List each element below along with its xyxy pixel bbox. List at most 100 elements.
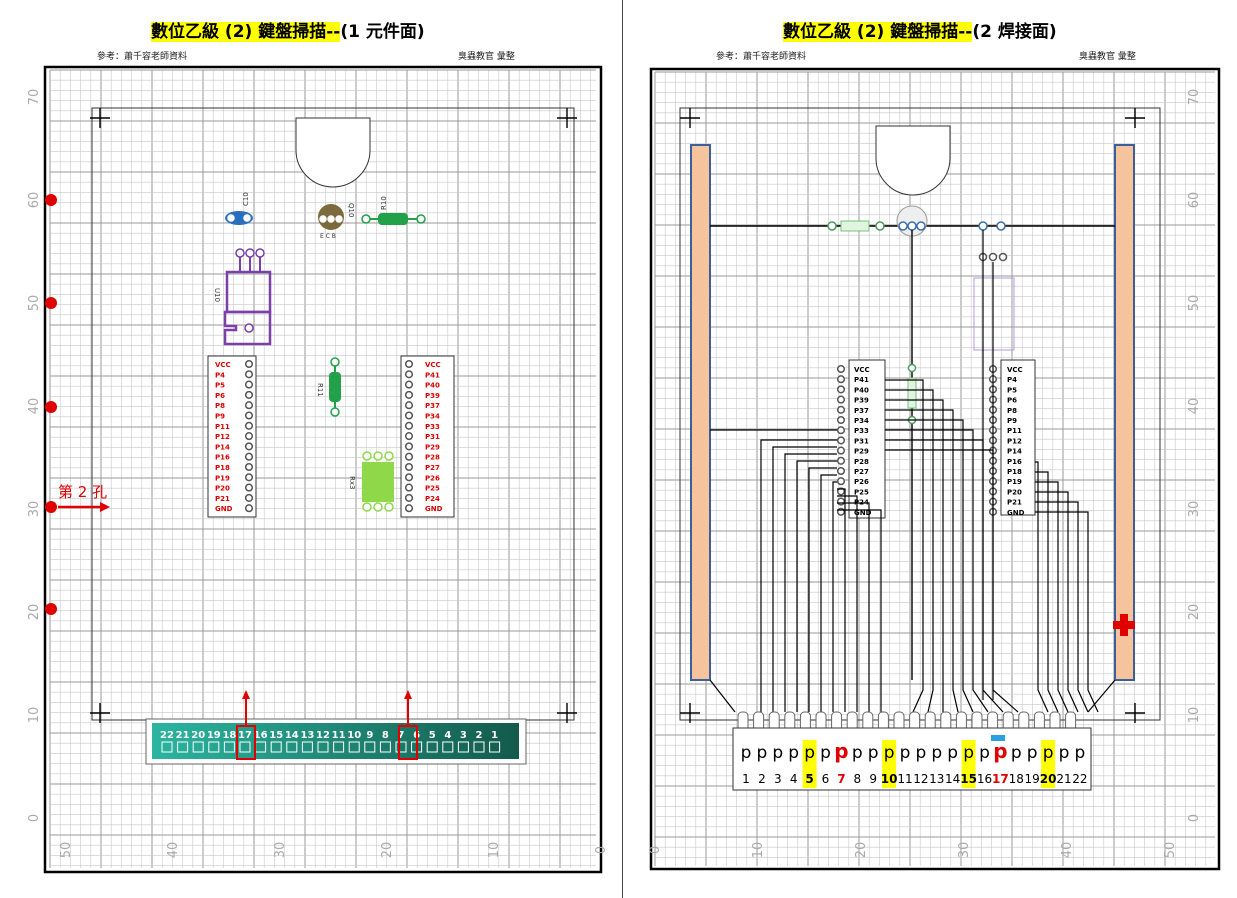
trace <box>772 446 837 712</box>
pad <box>404 432 414 441</box>
pad <box>404 370 414 379</box>
connector-pad <box>395 741 407 753</box>
connector-number: 15 <box>269 730 283 741</box>
pin-label: P41 <box>854 376 869 384</box>
pin-label: P31 <box>854 437 869 445</box>
pad <box>330 357 340 367</box>
right-title: 數位乙級 (2) 鍵盤掃描--(2 焊接面) <box>783 17 1057 42</box>
pin-label: GND <box>215 505 233 513</box>
y-tick-label: 70 <box>1187 89 1202 106</box>
y-tick-label: 60 <box>1187 192 1202 209</box>
pad <box>836 436 846 445</box>
pin-label: P4 <box>215 371 225 379</box>
p-letter: p <box>1059 743 1070 763</box>
x-tick-label: 10 <box>751 842 766 859</box>
pin-label: P27 <box>854 468 869 476</box>
connector-number: 22 <box>160 730 174 741</box>
connector-pad <box>286 741 298 753</box>
pin-label: P40 <box>425 382 440 390</box>
y-tick-label: 0 <box>27 814 42 822</box>
pad <box>836 477 846 486</box>
bottom-number: 10 <box>881 772 898 786</box>
connector-pad <box>348 741 360 753</box>
pad <box>836 364 846 374</box>
pad <box>244 370 254 379</box>
right-editor: 臭蟲教官 彙整 <box>1079 52 1136 62</box>
pin-label: P29 <box>854 448 869 456</box>
pad <box>404 462 414 472</box>
pad <box>836 385 846 394</box>
part-label-r10: R10 <box>380 196 388 210</box>
pin-label: P20 <box>215 485 230 493</box>
pin-label: P19 <box>1007 478 1022 486</box>
regulator-tab <box>223 310 272 346</box>
pad <box>836 426 846 435</box>
pad <box>404 380 414 389</box>
pin-label: P26 <box>854 478 869 486</box>
arrow-head <box>242 690 250 699</box>
trace <box>885 409 959 713</box>
connector-pad <box>177 741 189 753</box>
bottom-number: 16 <box>977 772 992 786</box>
number-highlight <box>961 740 976 788</box>
bottom-number: 11 <box>897 772 912 786</box>
pin-label: P5 <box>1007 386 1017 394</box>
connector-number: 5 <box>429 730 436 741</box>
pad <box>362 451 372 461</box>
bottom-number: 18 <box>1009 772 1024 786</box>
pad <box>373 451 383 461</box>
pin-label: P24 <box>425 495 440 503</box>
y-tick-label: 70 <box>27 89 42 106</box>
pad <box>235 248 245 258</box>
pin-label: P21 <box>1007 499 1022 507</box>
trace <box>885 379 924 713</box>
connector-strip <box>152 723 519 759</box>
part-label-r11: R11 <box>316 383 324 397</box>
pin-label: P41 <box>425 371 440 379</box>
pin-label-box <box>732 727 1092 791</box>
pin-label: GND <box>1007 509 1025 517</box>
bottom-number: 17 <box>992 772 1009 786</box>
hole-marker-dot <box>45 297 57 309</box>
x-tick-label: 20 <box>380 842 395 859</box>
pad <box>244 359 254 369</box>
p-letter: p <box>772 743 783 763</box>
pad <box>362 502 372 512</box>
trace <box>837 509 882 712</box>
left-title: 數位乙級 (2) 鍵盤掃描--(1 元件面) <box>151 17 425 42</box>
x-tick-label: 30 <box>273 842 288 859</box>
x-tick-label: 40 <box>166 842 181 859</box>
p-letter: p <box>741 743 752 763</box>
bottom-number: 21 <box>1056 772 1071 786</box>
trace <box>808 467 837 712</box>
p-letter: p <box>868 743 879 763</box>
connector-pad <box>161 741 173 753</box>
pad <box>244 462 254 472</box>
p-letter: p <box>1075 743 1086 763</box>
pin-label: P9 <box>215 413 225 421</box>
trace <box>1035 461 1049 713</box>
x-tick-label: 30 <box>957 842 972 859</box>
connector-number: 21 <box>176 730 190 741</box>
highlight-box <box>236 725 256 760</box>
pin-label: P12 <box>215 433 230 441</box>
bottom-number: 15 <box>960 772 977 786</box>
trace <box>1035 471 1059 713</box>
connector-pad <box>379 741 391 753</box>
pad <box>245 248 255 258</box>
pad <box>836 497 846 506</box>
hole-marker-dot <box>45 401 57 413</box>
pad <box>404 401 414 410</box>
pad <box>836 466 846 476</box>
hole-label: 第 2 孔 <box>58 483 107 501</box>
pin-header-a <box>848 359 886 519</box>
pad <box>836 456 846 465</box>
y-tick-label: 30 <box>1187 501 1202 518</box>
left-editor: 臭蟲教官 彙整 <box>458 52 515 62</box>
y-tick-label: 20 <box>1187 604 1202 621</box>
y-tick-label: 60 <box>27 192 42 209</box>
pad <box>244 442 254 451</box>
trace <box>784 453 837 712</box>
connector-pad <box>426 741 438 753</box>
pin-label: P27 <box>425 464 440 472</box>
